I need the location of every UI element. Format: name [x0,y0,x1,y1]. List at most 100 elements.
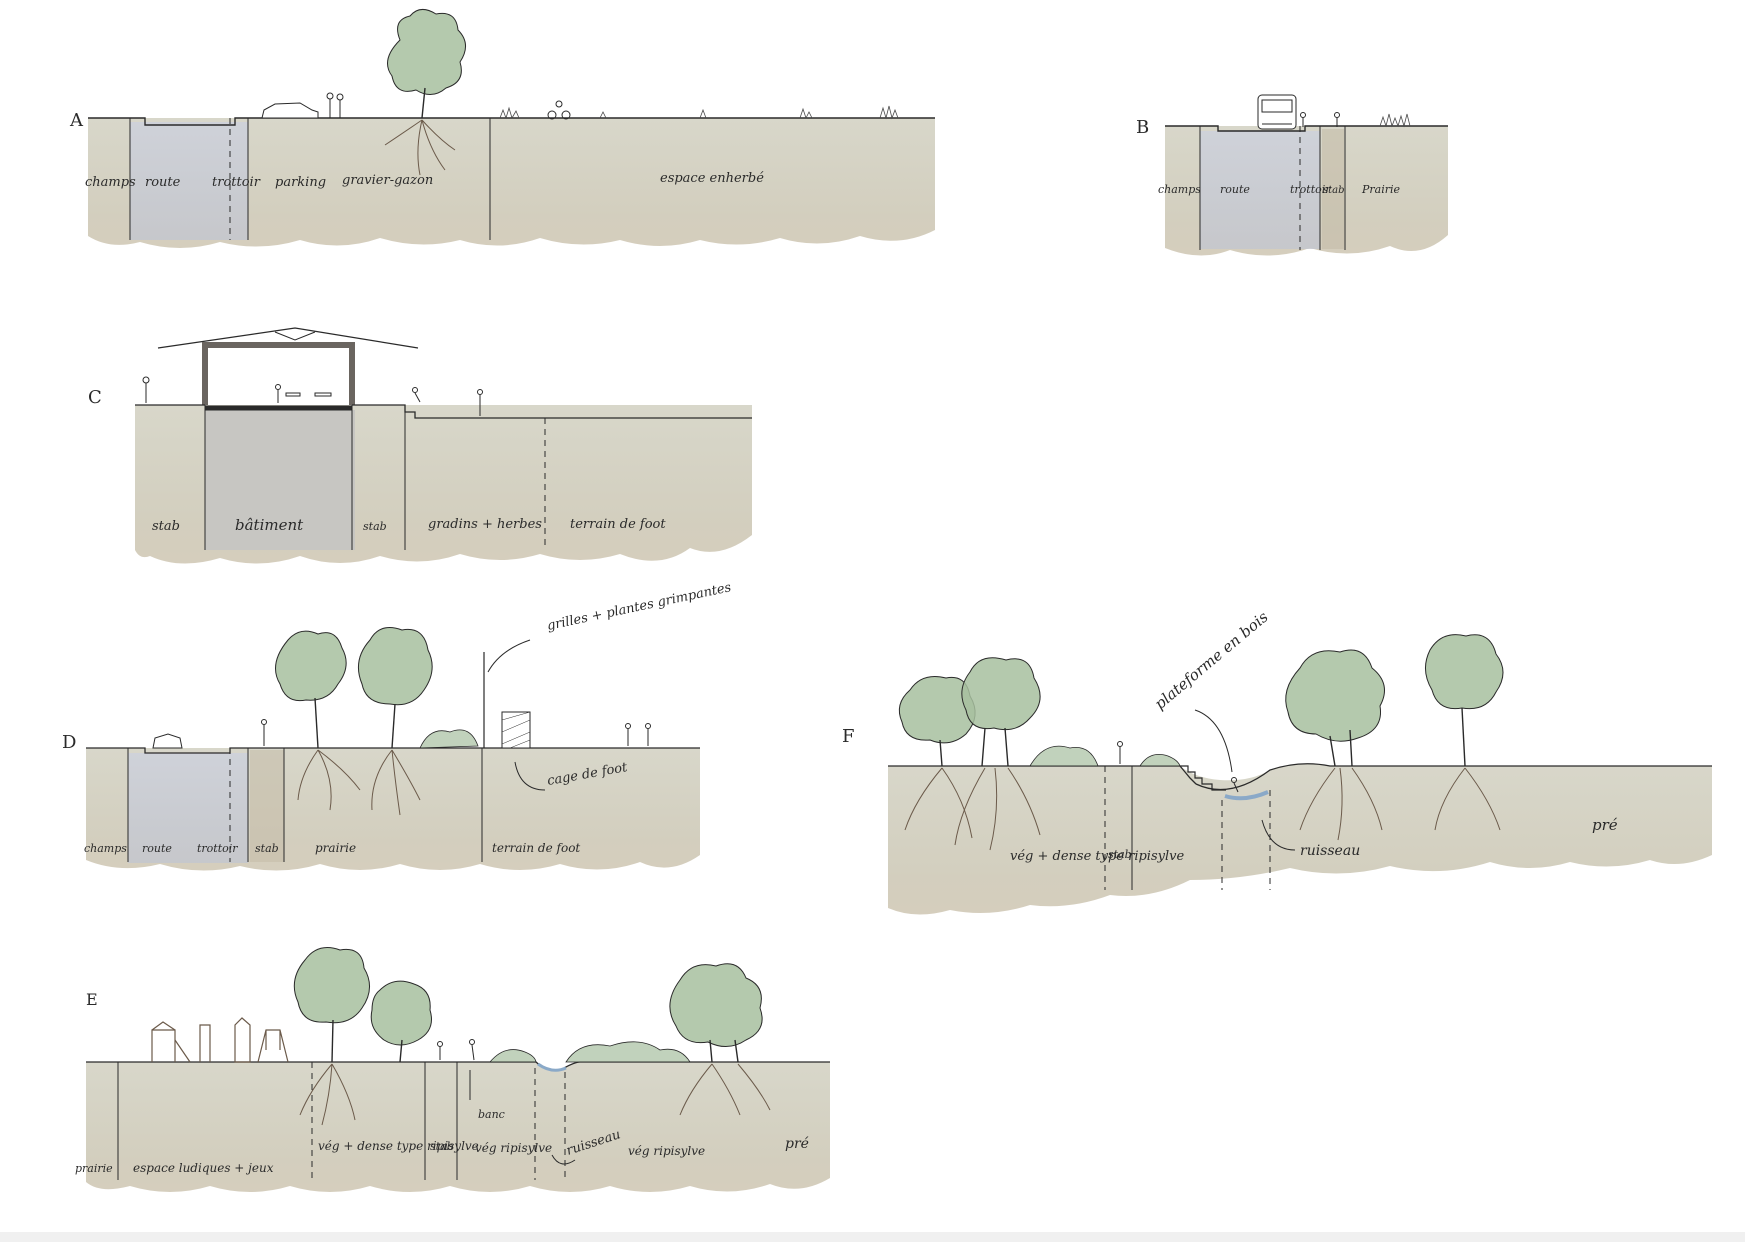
section-b-ground-line [1165,125,1448,132]
section-c-building [205,410,355,550]
section-d-label: champs [84,842,127,855]
section-c-label: terrain de foot [570,517,666,532]
section-a-soil [88,118,935,248]
shrub-icon [565,1041,691,1063]
tree-icon [370,980,432,1063]
bottom-bar [0,1232,1745,1242]
section-c-label: stab [152,519,180,534]
arrow-icon [514,761,546,791]
section-e-label: vég + dense type ripisylve [318,1139,479,1153]
section-d: D g [62,580,733,871]
goal-net [501,711,531,749]
roof-truss [274,331,316,341]
section-c-letter: C [88,387,102,408]
section-e-label: prairie [75,1162,113,1175]
section-a-label: parking [275,175,326,190]
section-a-ground-line [88,117,935,126]
section-a-label: route [145,175,181,190]
arrow-icon [487,639,531,673]
section-c: C stab bâtiment stab gradins + herbes te… [88,327,752,564]
building-frame [202,342,355,405]
section-e-label: vég ripisylve [628,1144,705,1158]
people-icon [326,92,344,118]
section-f-letter: F [842,726,855,747]
shrub-icon [489,1049,537,1063]
shrub-icon [419,729,479,749]
section-d-label: route [142,842,172,855]
section-b-label: Prairie [1361,183,1401,196]
people-icon [261,719,651,746]
section-d-ground-line [86,747,700,754]
section-f-label: vég + dense type ripisylve [1010,849,1184,864]
section-d-road [128,753,248,863]
section-a-label: champs [85,175,136,190]
tree-icon [898,676,976,839]
section-a: A champs route trottoir parking [69,9,935,248]
section-b-letter: B [1136,117,1149,138]
stream-icon [537,1062,567,1072]
section-d-letter: D [62,732,76,753]
section-b-label: trottoir [1290,183,1331,196]
arrow-icon [1194,709,1233,773]
section-d-label: stab [255,842,279,855]
people-icon [1300,112,1340,127]
tree-icon [275,630,361,811]
tree-icon [1285,649,1385,841]
section-e-label: vég ripisylve [475,1141,552,1155]
section-e-label: espace ludiques + jeux [133,1161,274,1175]
playground-icon [151,1017,289,1063]
section-f-annotation: ruisseau [1300,843,1360,859]
section-e-letter: E [86,990,98,1009]
section-a-label: gravier-gazon [342,173,433,188]
section-c-label: gradins + herbes [428,517,542,532]
section-e: E [75,947,830,1192]
section-d-annotation: grilles + plantes grimpantes [546,580,733,634]
section-b: B champs route trottoir stab Prairie [1136,94,1448,256]
section-e-soil [86,1062,830,1192]
section-f-annotation: plateforme en bois [1151,608,1272,713]
tree-icon [669,963,771,1116]
section-d-stab [250,750,284,862]
people-icon [142,376,483,416]
tree-icon [293,947,370,1126]
tree-icon [1425,634,1504,831]
section-e-annotation: banc [478,1108,505,1121]
arrow-icon [1261,819,1296,851]
bus-icon [1257,94,1297,130]
tree-icon [384,9,466,176]
section-b-stab [1322,129,1344,249]
people-icon [1117,741,1239,793]
section-e-label: stab [430,1140,454,1153]
wooden-platform-steps [1180,765,1226,791]
car-icon [152,733,183,749]
section-b-label: route [1220,183,1250,196]
cyclist-icon [547,100,571,120]
section-f-label: stab [1108,848,1132,861]
section-c-label: bâtiment [235,516,304,534]
stream-icon [1224,790,1269,801]
shrub-icon [1139,753,1181,767]
people-icon [437,1039,475,1061]
tree-icon [357,627,433,816]
section-c-ground-line [135,404,752,419]
section-d-label: terrain de foot [492,841,580,855]
section-a-letter: A [69,110,84,131]
section-a-label: espace enherbé [660,171,764,186]
tree-icon [954,657,1041,851]
grass-icon [1379,113,1411,128]
section-a-road [130,122,248,240]
section-e-label: pré [785,1136,809,1152]
section-b-label: champs [1158,183,1201,196]
shrub-icon [1029,745,1099,767]
section-f: F [842,608,1712,915]
section-f-label: pré [1592,816,1618,834]
arrow-icon [551,1154,576,1165]
section-f-soil [888,763,1712,915]
section-d-label: trottoir [197,842,238,855]
roof-icon [157,327,419,349]
section-c-label: stab [363,520,387,533]
grass-icon [499,105,899,120]
section-b-label: stab [1323,185,1345,196]
section-d-label: prairie [315,841,356,855]
